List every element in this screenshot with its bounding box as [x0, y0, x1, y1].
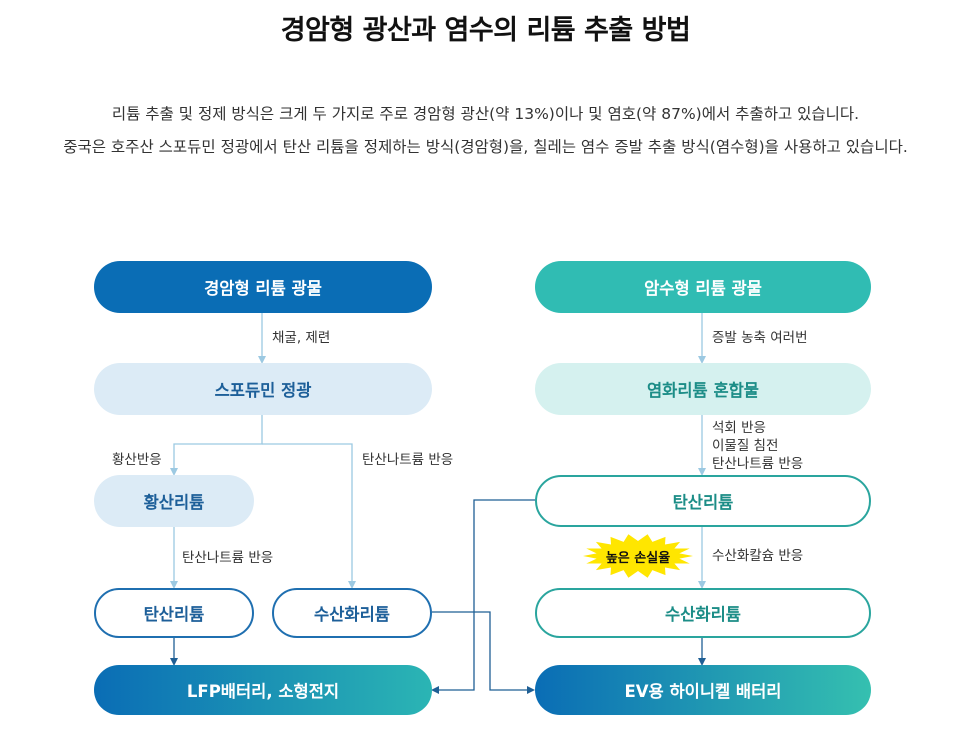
node-right-carbonate: 탄산리튬: [535, 475, 871, 527]
label-lime-reaction: 석회 반응: [712, 420, 766, 436]
node-hard-rock-ore: 경암형 리튬 광물: [94, 261, 432, 313]
node-left-carbonate: 탄산리튬: [94, 588, 254, 638]
label-soda-ash-left: 탄산나트륨 반응: [182, 550, 274, 566]
node-spodumene: 스포듀민 정광: [94, 363, 432, 415]
line-spodumene-to-hydroxide: [262, 443, 356, 589]
node-chloride-mix: 염화리튬 혼합물: [535, 363, 871, 415]
page-title: 경암형 광산과 염수의 리튬 추출 방법: [280, 15, 691, 46]
description-line-2: 중국은 호주산 스포듀민 정광에서 탄산 리튬을 정제하는 방식(경암형)을, …: [63, 138, 908, 156]
line-hydroxide-to-ev: [432, 611, 535, 694]
label-impurity-precipitation: 이물질 침전: [712, 438, 779, 454]
starburst-icon: [583, 534, 693, 578]
description-line-1: 리튬 추출 및 정제 방식은 크게 두 가지로 주로 경암형 광산(약 13%)…: [111, 105, 860, 123]
label-soda-ash-mid: 탄산나트륨 반응: [362, 452, 454, 468]
label-hydroxide-reaction: 수산화칼슘 반응: [712, 548, 804, 564]
label-evaporation: 증발 농축 여러번: [712, 330, 808, 346]
high-loss-badge: 높은 손실율: [583, 534, 693, 578]
high-loss-badge-text: 높은 손실율: [605, 550, 671, 566]
label-mining: 채굴, 제련: [272, 330, 331, 346]
line-carbonate-to-lfp-cross: [431, 499, 535, 694]
label-sulfuric-reaction: 황산반응: [112, 452, 162, 468]
node-brine-ore: 암수형 리튬 광물: [535, 261, 871, 313]
label-soda-ash-right: 탄산나트륨 반응: [712, 456, 804, 472]
node-ev-battery: EV용 하이니켈 배터리: [535, 665, 871, 715]
line-spodumene-split: [170, 415, 263, 476]
node-right-hydroxide: 수산화리튬: [535, 588, 871, 638]
node-left-hydroxide: 수산화리튬: [272, 588, 432, 638]
node-lithium-sulfate: 황산리튬: [94, 475, 254, 527]
node-lfp-battery: LFP배터리, 소형전지: [94, 665, 432, 715]
